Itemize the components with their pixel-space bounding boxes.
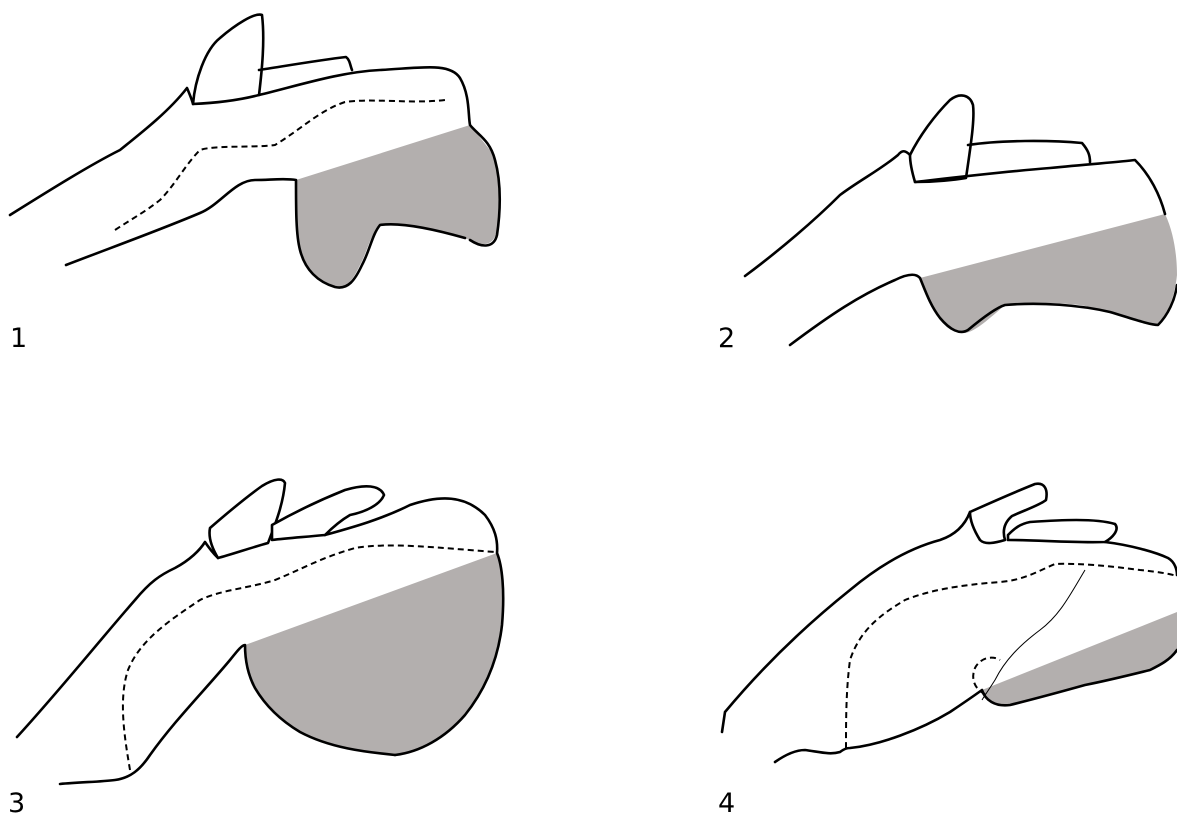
- panel-2-coracoid-process: [910, 95, 973, 182]
- panel-1-acromion-tab: [259, 57, 352, 70]
- panel-4-shaded-region: [982, 612, 1177, 705]
- panel-4-upper-outline: [722, 512, 1177, 732]
- panel-3-drawing: [17, 480, 503, 784]
- panel-1-drawing: [10, 15, 500, 288]
- panel-3-shaded-region: [245, 553, 503, 755]
- panel-3-second-process: [272, 486, 384, 540]
- panel-1-number: 1: [10, 325, 27, 352]
- panel-2-number: 2: [718, 325, 735, 352]
- panel-1-coracoid-process: [193, 15, 263, 104]
- panel-4-drawing: [722, 484, 1177, 762]
- panel-4-second-process: [1008, 520, 1117, 542]
- panel-2-shaded-region: [920, 214, 1177, 333]
- panel-2-drawing: [745, 95, 1177, 345]
- panel-1-shaded-region: [296, 125, 500, 288]
- panel-3-coracoid-process: [209, 480, 285, 558]
- panel-4-number: 4: [718, 790, 735, 817]
- panel-3-number: 3: [8, 790, 25, 817]
- panel-2-acromion-tab: [968, 141, 1090, 162]
